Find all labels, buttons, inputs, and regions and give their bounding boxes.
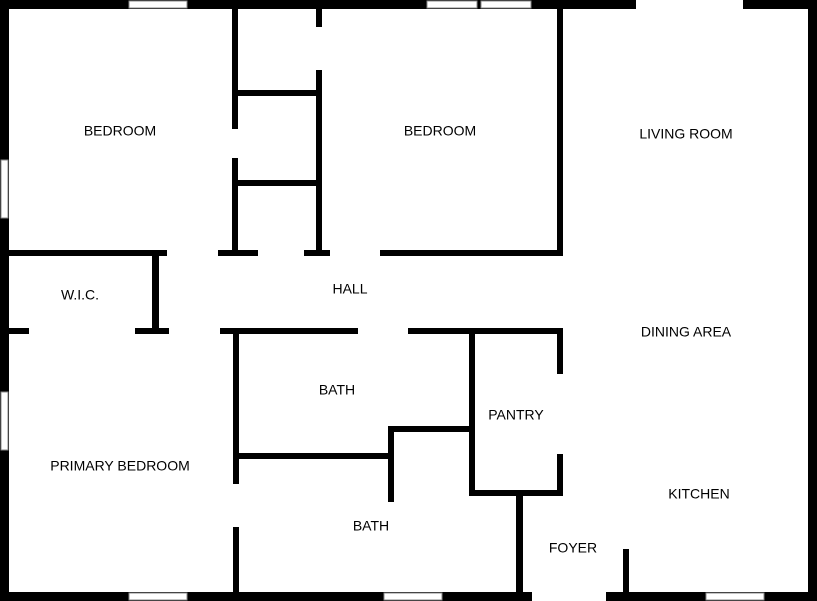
wall-pantry-west [469, 334, 475, 496]
room-label-bath-upper: BATH [319, 382, 355, 398]
window-top-middle-2 [480, 0, 532, 9]
room-label-pantry: PANTRY [488, 407, 544, 423]
wall-hall-north-1 [9, 250, 167, 256]
wall-bath-divider [239, 453, 394, 459]
exterior-wall-top-right [743, 0, 817, 9]
wall-hall-south-3 [220, 328, 358, 334]
room-label-bedroom-middle: BEDROOM [404, 123, 476, 139]
window-top-middle-1 [426, 0, 478, 9]
exterior-wall-left [0, 0, 9, 601]
room-label-dining-area: DINING AREA [641, 324, 732, 340]
wall-bedroom-middle-east [557, 9, 563, 255]
wall-closet-shelf-2 [238, 180, 316, 186]
wall-foyer-west [516, 496, 523, 592]
room-label-living-room: LIVING ROOM [639, 126, 732, 142]
wall-hall-north-4 [380, 250, 563, 256]
wall-hall-south-4 [408, 328, 563, 334]
wall-closet-east [316, 9, 322, 27]
wall-bedroom-left-east-lower [232, 158, 238, 255]
wall-pantry-east [557, 334, 563, 374]
window-left-lower [0, 391, 9, 451]
wall-bedroom-left-east [232, 9, 238, 129]
room-label-bath-lower: BATH [353, 518, 389, 534]
interior-walls [9, 9, 629, 592]
wall-bath-divider-stub [388, 426, 394, 502]
wall-wic-east [152, 256, 159, 334]
window-bottom-right [705, 592, 765, 601]
wall-primary-bedroom-east-lower [233, 527, 239, 592]
window-bottom-middle [383, 592, 443, 601]
windows [0, 0, 765, 601]
room-label-bedroom-left: BEDROOM [84, 123, 156, 139]
wall-primary-bedroom-east [233, 334, 239, 484]
window-left-upper [0, 159, 9, 219]
wall-bath-divider-upper [388, 426, 474, 432]
window-top-left [128, 0, 188, 9]
room-label-foyer: FOYER [549, 540, 597, 556]
room-label-hall: HALL [332, 281, 367, 297]
wall-closet-shelf-1 [238, 90, 316, 96]
room-label-kitchen: KITCHEN [668, 486, 729, 502]
room-labels: BEDROOM BEDROOM LIVING ROOM W.I.C. HALL … [50, 123, 732, 556]
exterior-wall-right [808, 0, 817, 601]
room-label-wic: W.I.C. [61, 287, 99, 303]
wall-pantry-east-lower [557, 454, 563, 496]
room-label-primary-bedroom: PRIMARY BEDROOM [50, 458, 190, 474]
wall-hall-south-1 [9, 328, 29, 334]
wall-hall-south-2 [135, 328, 169, 334]
wall-hall-north-2 [218, 250, 258, 256]
wall-closet-east-mid [316, 70, 322, 255]
wall-foyer-stub [623, 549, 629, 592]
exterior-wall-top-left [0, 0, 636, 9]
wall-hall-north-3 [304, 250, 330, 256]
exterior-wall-bottom-left [0, 592, 532, 601]
window-bottom-left [128, 592, 188, 601]
wall-pantry-south [469, 490, 563, 496]
